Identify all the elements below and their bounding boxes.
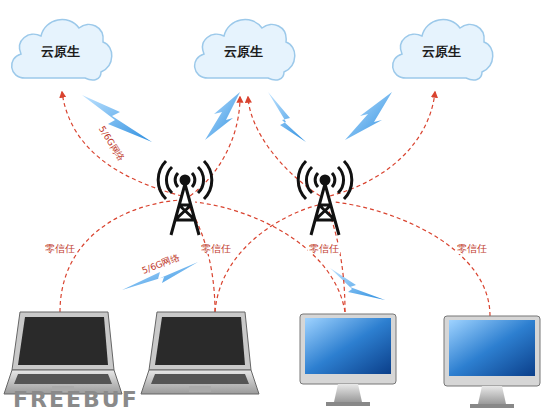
laptop (4, 312, 259, 394)
watermark: FREEBUF (12, 388, 140, 412)
cloud-node: 云原生 (5, 6, 115, 90)
zero-trust-label: 零信任 (200, 243, 232, 254)
zero-trust-label: 零信任 (456, 243, 488, 254)
zero-trust-label: 零信任 (308, 243, 340, 254)
desktop-monitor (300, 314, 540, 408)
network-label: 5/6G网络 (96, 124, 126, 164)
cloud-node: 云原生 (386, 6, 496, 90)
cloud-label: 云原生 (224, 43, 263, 61)
zero-trust-label: 零信任 (44, 243, 76, 254)
cloud-label: 云原生 (422, 43, 461, 61)
signal-tower (158, 161, 352, 235)
zero-trust-path (60, 92, 490, 316)
wireless-bolt (82, 92, 392, 300)
cloud-label: 云原生 (41, 43, 80, 61)
cloud-node: 云原生 (188, 6, 298, 90)
